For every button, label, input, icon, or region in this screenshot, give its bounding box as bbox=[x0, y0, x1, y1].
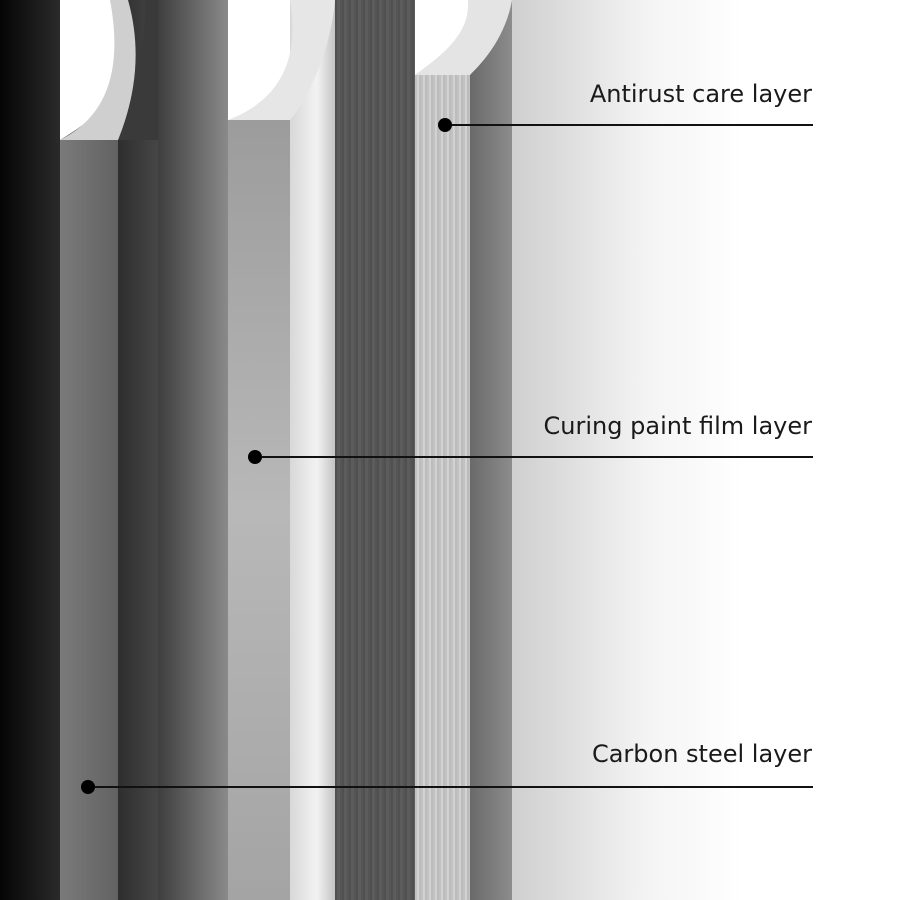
marker-dot-antirust bbox=[438, 118, 452, 132]
carbon-steel-side bbox=[118, 0, 158, 900]
dark-background bbox=[0, 0, 60, 900]
label-carbon-steel-layer: Carbon steel layer bbox=[591, 740, 812, 768]
leader-line-carbon-steel bbox=[95, 786, 813, 788]
label-curing-paint-film-layer: Curing paint film layer bbox=[543, 412, 812, 440]
antirust-back bbox=[335, 0, 415, 900]
leader-line-antirust bbox=[452, 124, 813, 126]
white-fade bbox=[512, 0, 900, 900]
paint-film-face bbox=[228, 120, 290, 900]
curved-tops bbox=[60, 0, 512, 140]
marker-dot-paint-film bbox=[248, 450, 262, 464]
leader-line-paint-film bbox=[262, 456, 813, 458]
antirust-side bbox=[470, 0, 512, 900]
marker-dot-carbon-steel bbox=[81, 780, 95, 794]
gap-shadow-1 bbox=[158, 0, 228, 900]
paint-film-side bbox=[290, 0, 335, 900]
label-antirust-care-layer: Antirust care layer bbox=[589, 80, 812, 108]
carbon-steel-face bbox=[60, 140, 118, 900]
antirust-face bbox=[415, 75, 470, 900]
